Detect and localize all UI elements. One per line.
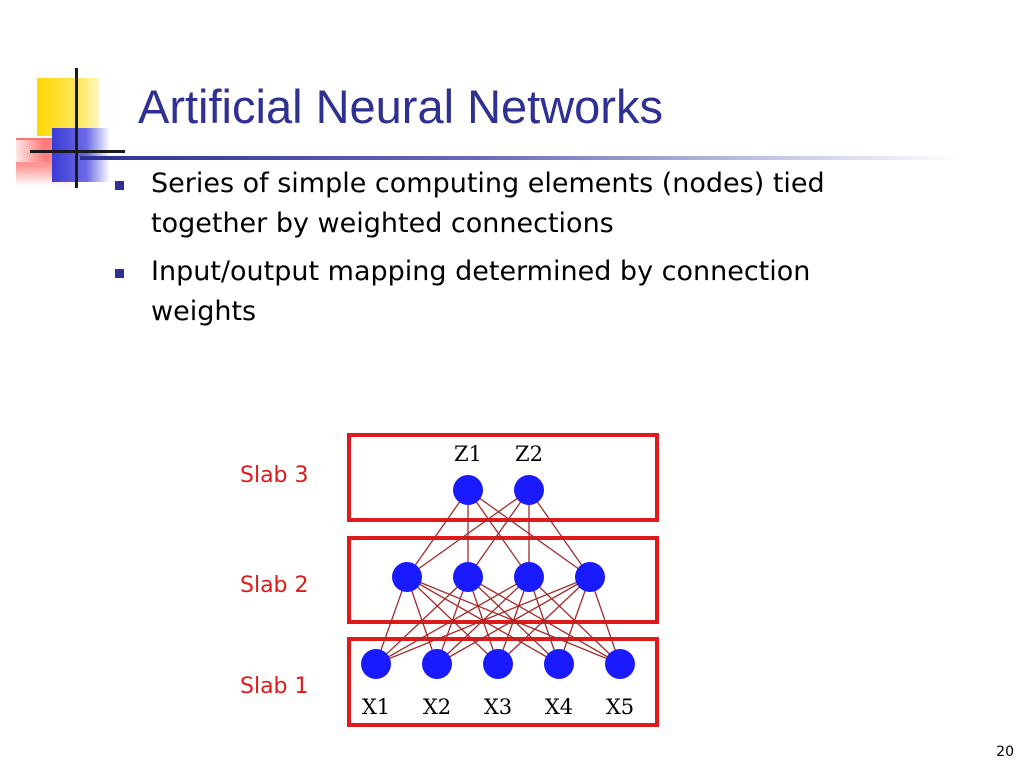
neuron-node	[483, 649, 513, 679]
slab-2-box	[347, 536, 659, 624]
slab-1-box	[347, 637, 659, 727]
node-label: Z1	[454, 442, 482, 466]
bullet-text: Series of simple computing elements (nod…	[151, 168, 825, 239]
logo-blue-square	[52, 128, 110, 182]
connection-line	[528, 489, 591, 578]
neuron-node	[453, 562, 483, 592]
slide-title: Artificial Neural Networks	[138, 80, 663, 133]
corner-logo	[16, 68, 125, 188]
node-label: X2	[423, 695, 451, 719]
connection-line	[436, 576, 591, 665]
nodes	[361, 475, 635, 679]
neuron-node	[361, 649, 391, 679]
slab-2-label: Slab 2	[240, 573, 309, 598]
neuron-node	[605, 649, 635, 679]
neuron-node	[514, 562, 544, 592]
connection-line	[406, 489, 530, 578]
connection-line	[375, 576, 530, 665]
connection-line	[497, 576, 591, 665]
logo-vertical-line	[75, 68, 78, 188]
connections	[375, 489, 621, 665]
logo-yellow-square	[37, 78, 99, 136]
neuron-node	[514, 475, 544, 505]
logo-horizontal-line	[30, 150, 125, 153]
connection-line	[406, 489, 469, 578]
neuron-node	[453, 475, 483, 505]
bullet-item: Series of simple computing elements (nod…	[110, 164, 910, 244]
slab-boxes	[347, 433, 659, 727]
connection-line	[467, 489, 530, 578]
slab-3-label: Slab 3	[240, 463, 309, 488]
title-underline	[80, 156, 960, 160]
bullet-square-icon	[115, 269, 124, 278]
bullet-item: Input/output mapping determined by conne…	[110, 252, 910, 332]
connection-line	[589, 576, 621, 665]
node-label: X5	[606, 695, 634, 719]
slab-3-box	[347, 433, 659, 522]
connection-line	[375, 576, 469, 665]
node-label: X3	[484, 695, 512, 719]
connection-line	[375, 576, 591, 665]
connection-line	[558, 576, 591, 665]
node-label: X4	[545, 695, 573, 719]
page-number: 20	[996, 744, 1014, 760]
node-label: Z2	[515, 442, 543, 466]
neuron-node	[575, 562, 605, 592]
neuron-node	[544, 649, 574, 679]
bullet-list: Series of simple computing elements (nod…	[110, 164, 910, 340]
neuron-node	[392, 562, 422, 592]
neuron-node	[422, 649, 452, 679]
slab-1-label: Slab 1	[240, 674, 309, 699]
node-label: X1	[362, 695, 390, 719]
connection-line	[375, 576, 408, 665]
bullet-square-icon	[115, 181, 124, 190]
bullet-text: Input/output mapping determined by conne…	[151, 256, 811, 327]
